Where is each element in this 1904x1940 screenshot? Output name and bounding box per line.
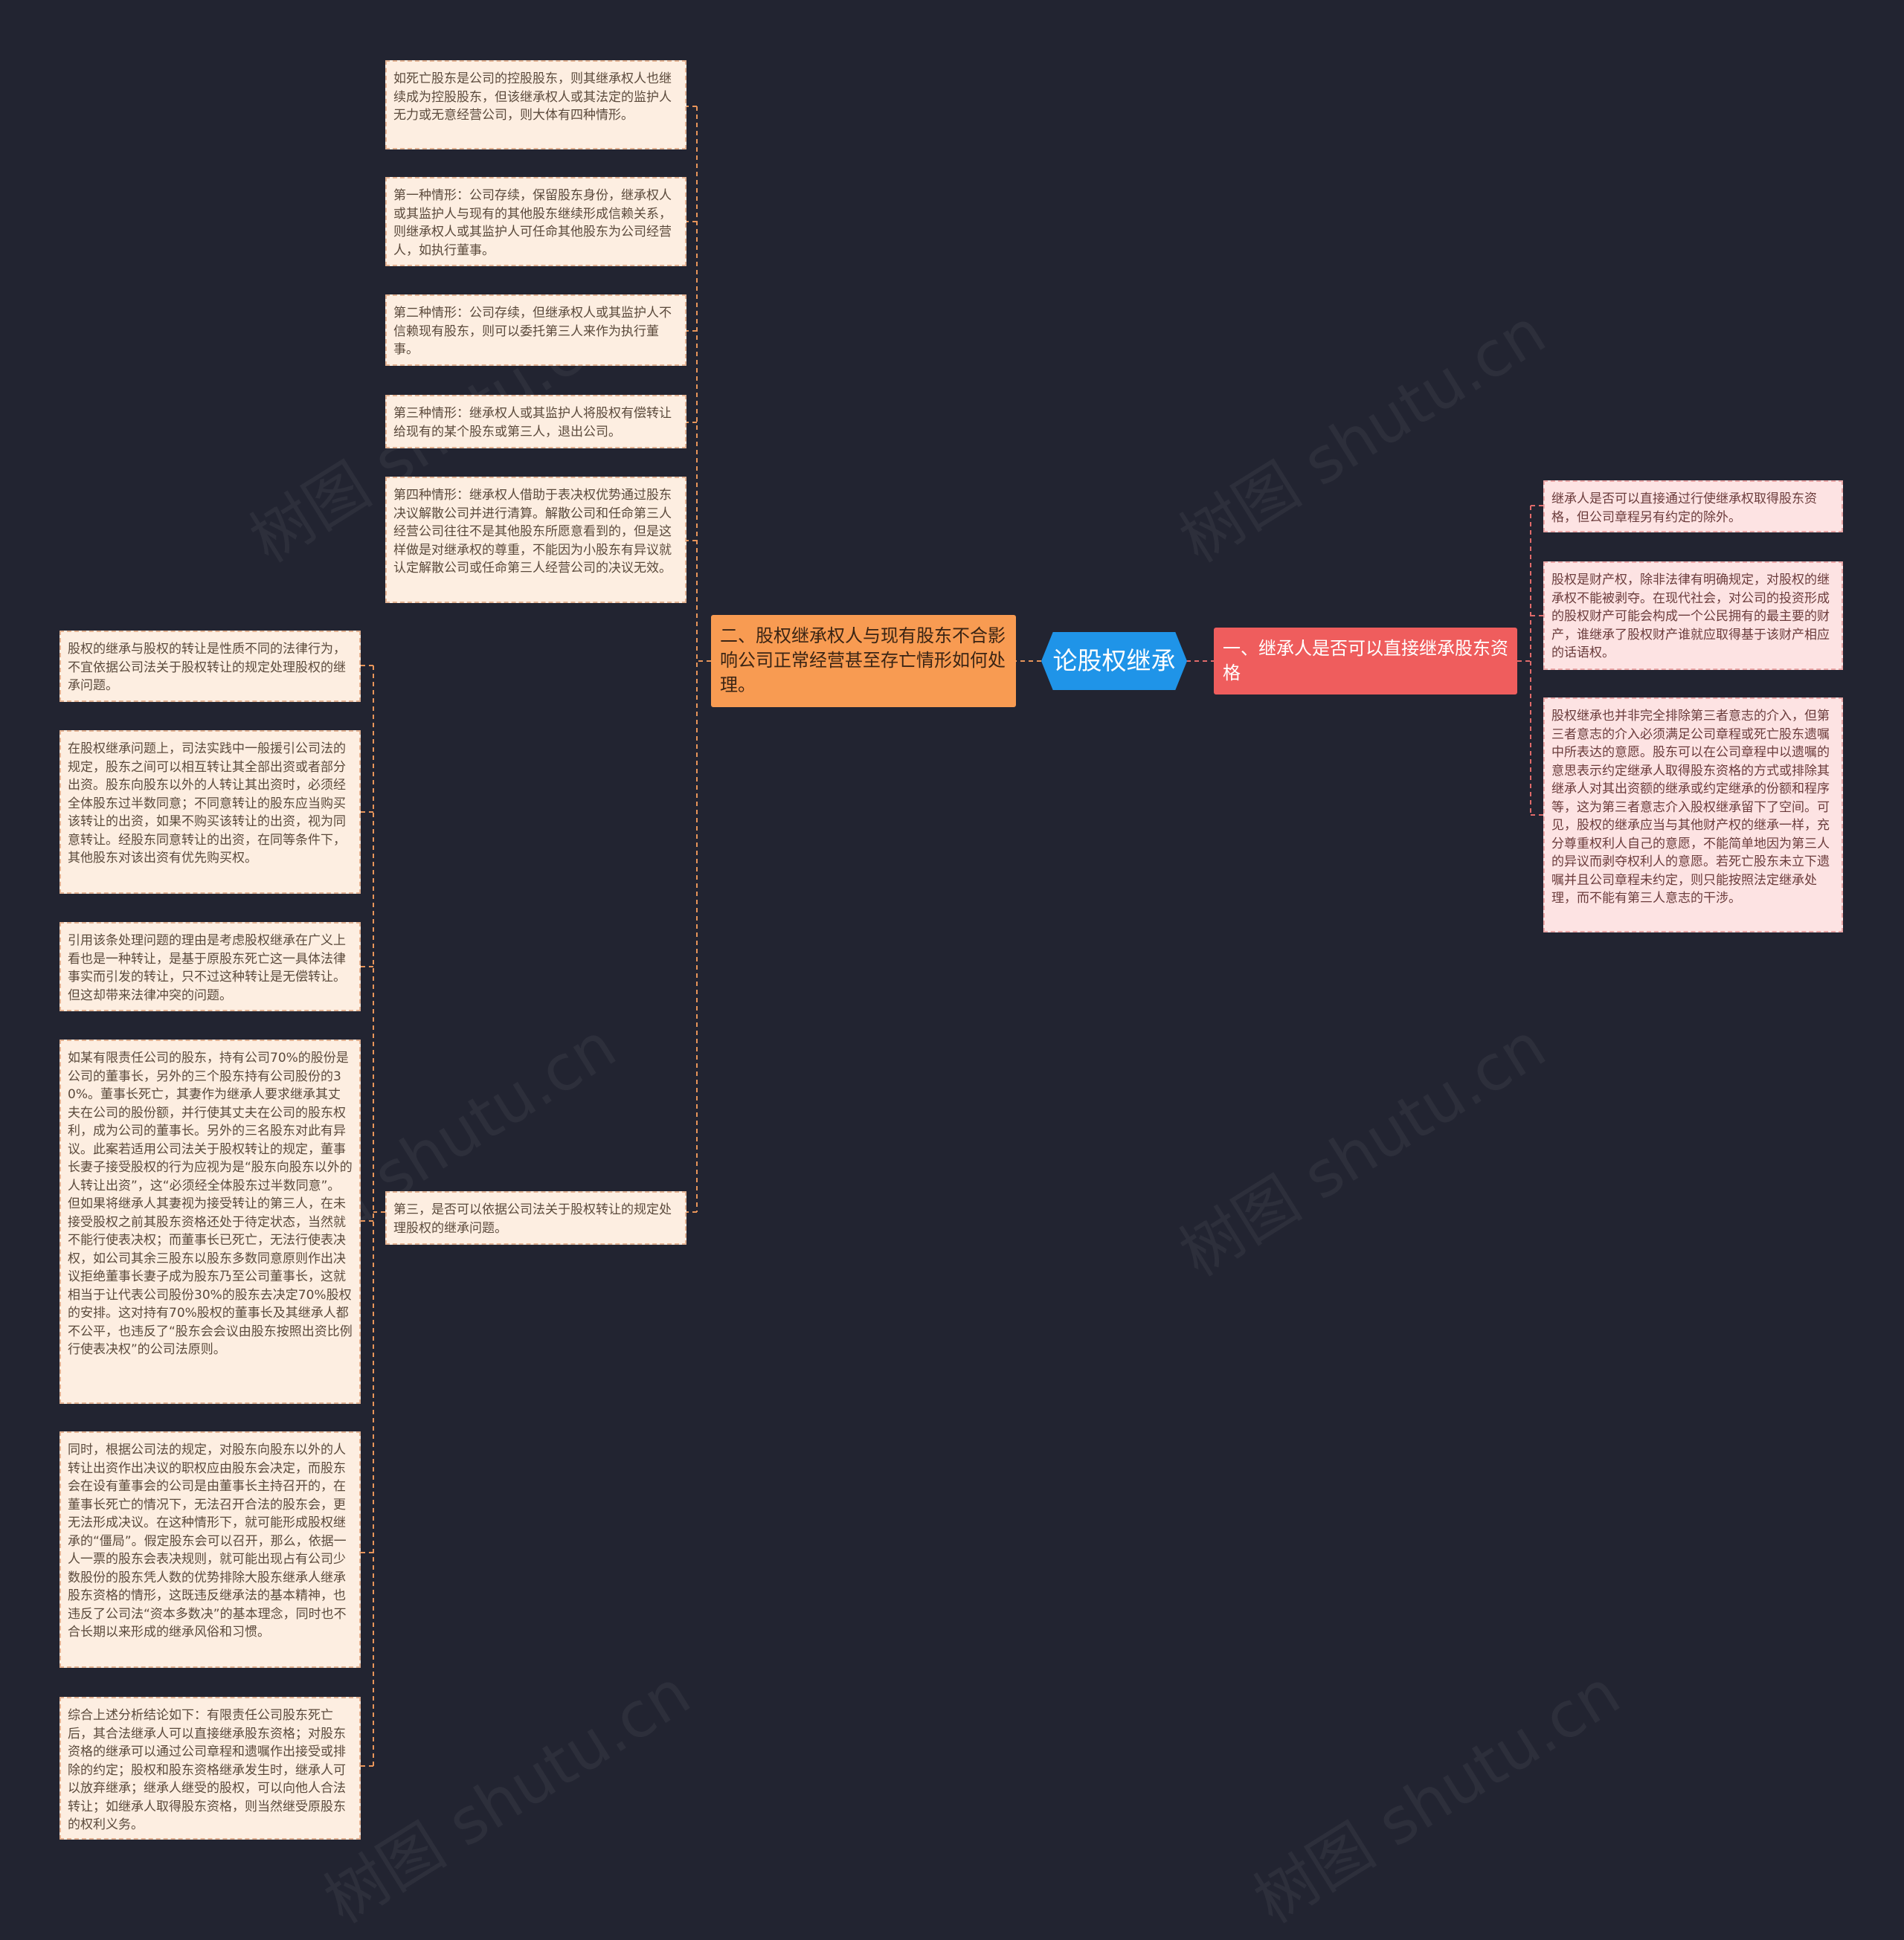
leaf-node[interactable]: 引用该条处理问题的理由是考虑股权继承在广义上看也是一种转让，是基于原股东死亡这一… [60, 922, 361, 1011]
leaf-node[interactable]: 综合上述分析结论如下：有限责任公司股东死亡后，其合法继承人可以直接继承股东资格；… [60, 1697, 361, 1840]
leaf-node[interactable]: 第二种情形：公司存续，但继承权人或其监护人不信赖现有股东，则可以委托第三人来作为… [385, 294, 686, 366]
branch-heir-conflict-handling[interactable]: 二、股权继承权人与现有股东不合影响公司正常经营甚至存亡情形如何处理。 [711, 615, 1016, 707]
sub-branch-third-point[interactable]: 第三，是否可以依据公司法关于股权转让的规定处理股权的继承问题。 [385, 1191, 686, 1245]
leaf-node[interactable]: 同时，根据公司法的规定，对股东向股东以外的人转让出资作出决议的职权应由股东会决定… [60, 1431, 361, 1668]
leaf-node[interactable]: 第四种情形：继承权人借助于表决权优势通过股东决议解散公司并进行清算。解散公司和任… [385, 477, 686, 603]
root-topic[interactable]: 论股权继承 [1041, 632, 1187, 690]
branch-inherit-shareholder-qualification[interactable]: 一、继承人是否可以直接继承股东资格 [1214, 628, 1517, 695]
leaf-node[interactable]: 如某有限责任公司的股东，持有公司70%的股份是公司的董事长，另外的三个股东持有公… [60, 1040, 361, 1404]
leaf-node[interactable]: 在股权继承问题上，司法实践中一般援引公司法的规定，股东之间可以相互转让其全部出资… [60, 730, 361, 894]
leaf-node[interactable]: 股权是财产权，除非法律有明确规定，对股权的继承权不能被剥夺。在现代社会，对公司的… [1543, 561, 1843, 670]
leaf-node[interactable]: 第一种情形：公司存续，保留股东身份，继承权人或其监护人与现有的其他股东继续形成信… [385, 177, 686, 266]
connector-lines [361, 106, 1543, 1767]
leaf-node[interactable]: 股权的继承与股权的转让是性质不同的法律行为，不宜依据公司法关于股权转让的规定处理… [60, 631, 361, 702]
leaf-node[interactable]: 第三种情形：继承权人或其监护人将股权有偿转让给现有的某个股东或第三人，退出公司。 [385, 395, 686, 448]
leaf-node[interactable]: 股权继承也并非完全排除第三者意志的介入，但第三者意志的介入必须满足公司章程或死亡… [1543, 697, 1843, 932]
leaf-node[interactable]: 如死亡股东是公司的控股股东，则其继承权人也继续成为控股股东，但该继承权人或其法定… [385, 60, 686, 149]
leaf-node[interactable]: 继承人是否可以直接通过行使继承权取得股东资格，但公司章程另有约定的除外。 [1543, 480, 1843, 532]
